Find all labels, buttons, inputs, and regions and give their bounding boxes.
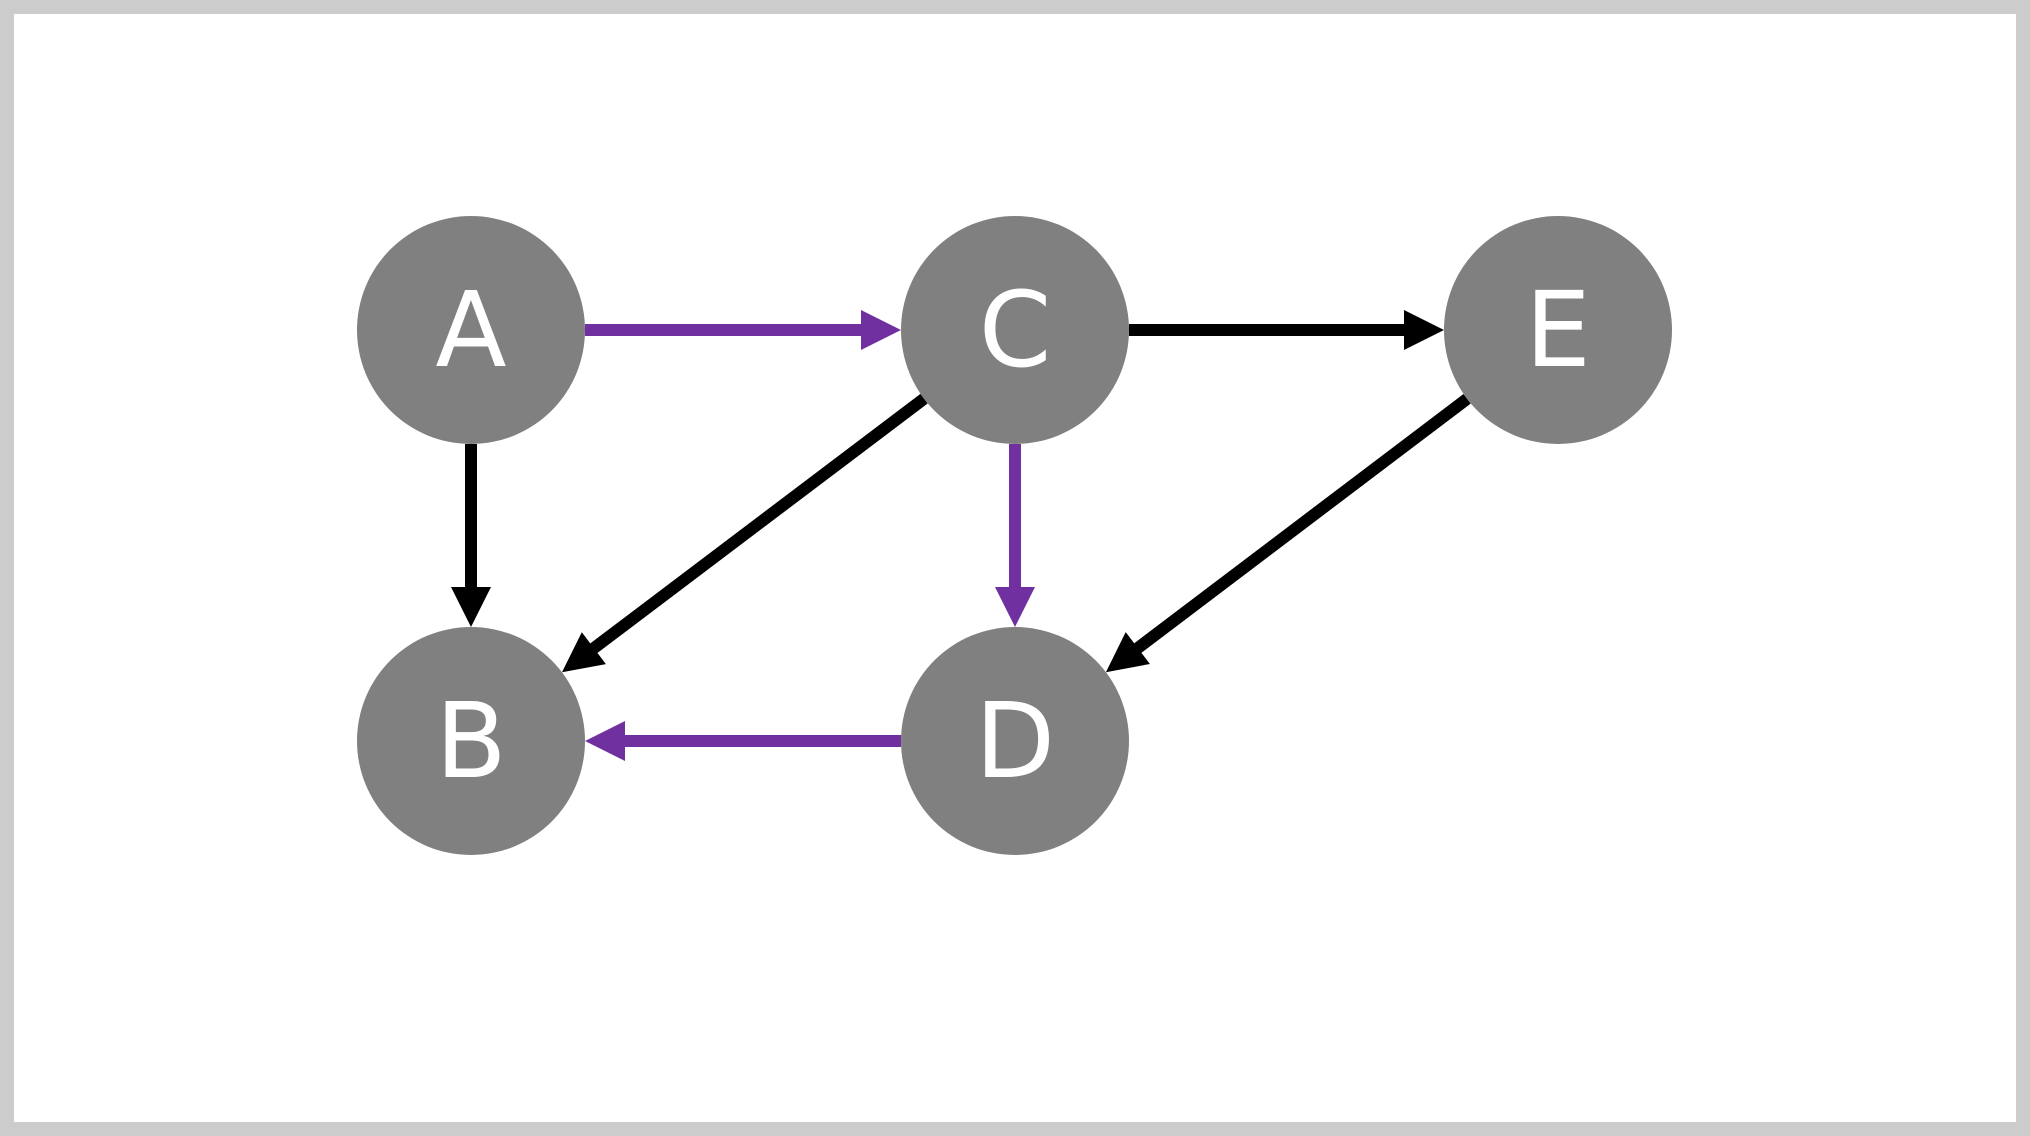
node-label: D: [975, 680, 1055, 802]
node-circle: [357, 627, 585, 855]
arrowhead-icon: [562, 632, 606, 673]
arrowhead-icon: [451, 587, 491, 627]
nodes-layer: A B C D E: [357, 216, 1672, 855]
edges-layer: [451, 310, 1471, 761]
edge-c-to-d: [995, 444, 1035, 627]
node-e: E: [1444, 216, 1672, 444]
edge-line: [1132, 394, 1471, 655]
edge-a-to-b: [451, 444, 491, 627]
edge-d-to-b: [585, 721, 901, 761]
arrowhead-icon: [861, 310, 901, 350]
node-b: B: [357, 627, 585, 855]
node-circle: [901, 627, 1129, 855]
edge-line: [588, 393, 928, 655]
edge-c-to-e: [1129, 310, 1444, 350]
arrowhead-icon: [1404, 310, 1444, 350]
node-c: C: [901, 216, 1129, 444]
node-label: B: [435, 680, 506, 802]
node-circle: [357, 216, 585, 444]
arrowhead-icon: [995, 587, 1035, 627]
node-circle: [901, 216, 1129, 444]
edge-e-to-d: [1105, 394, 1471, 673]
node-a: A: [357, 216, 585, 444]
node-circle: [1444, 216, 1672, 444]
node-label: E: [1525, 269, 1591, 391]
edge-a-to-c: [585, 310, 901, 350]
node-label: C: [979, 269, 1052, 391]
node-d: D: [901, 627, 1129, 855]
arrowhead-icon: [585, 721, 625, 761]
edge-c-to-b: [562, 393, 928, 673]
node-label: A: [435, 269, 506, 391]
arrowhead-icon: [1105, 632, 1150, 673]
